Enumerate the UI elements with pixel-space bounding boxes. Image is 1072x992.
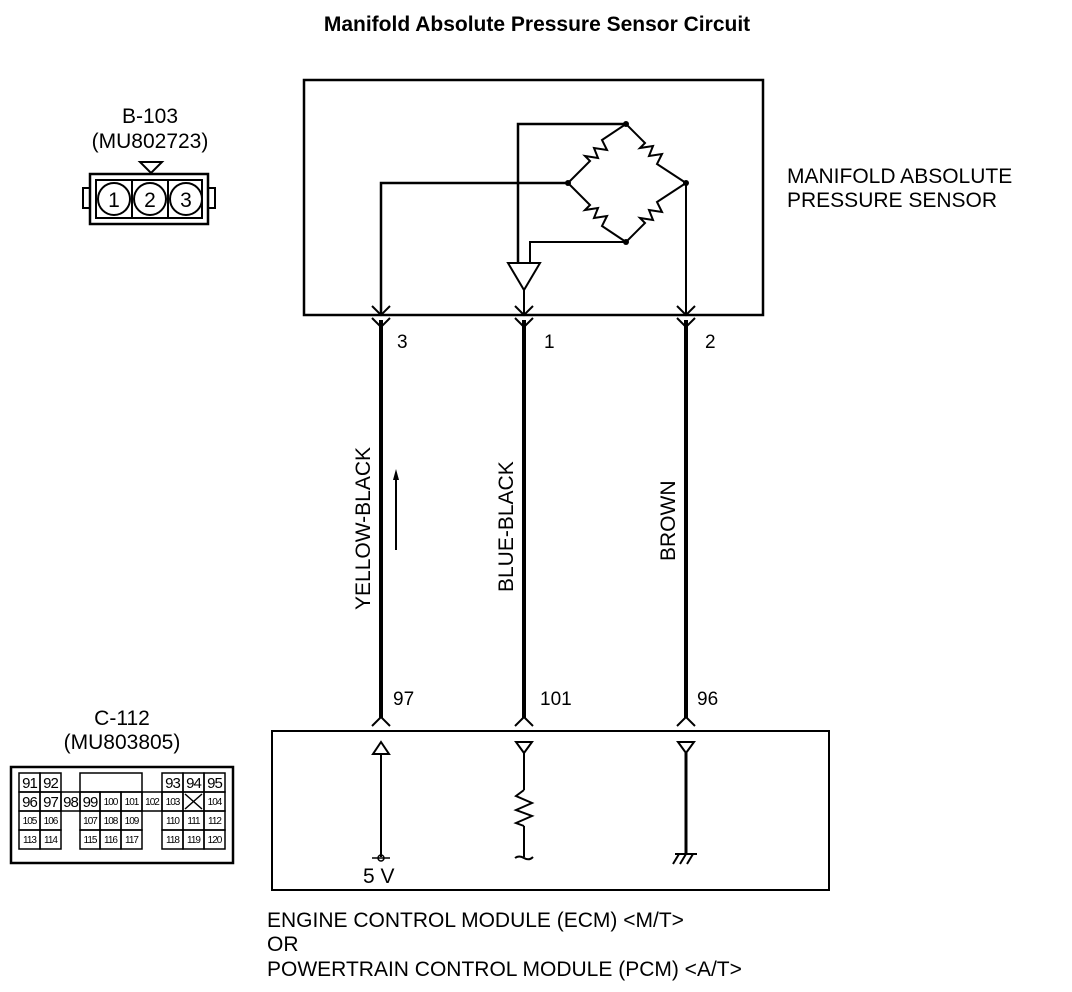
sensor-pin-2: 2 — [705, 332, 716, 353]
cavity-number: 110 — [166, 816, 180, 827]
resistor-bottom-left-icon — [567, 182, 627, 243]
output-triangle-icon — [371, 740, 391, 755]
cavity-number: 92 — [43, 775, 58, 792]
cavity-number: 95 — [207, 775, 222, 792]
cavity-number: 99 — [83, 794, 98, 811]
cavity-number: 114 — [44, 835, 58, 846]
terminal-2-label: 2 — [144, 189, 156, 212]
cavity-block — [79, 772, 143, 793]
connector-c112-part: (MU803805) — [64, 731, 181, 754]
wheatstone-bridge — [565, 121, 689, 245]
connector-latch-icon — [137, 161, 165, 175]
cavity-number: 108 — [104, 816, 119, 827]
terminal-2 — [133, 182, 167, 216]
cavity-number: 111 — [187, 816, 201, 827]
blocked-cavity-icon — [184, 793, 203, 810]
cavity-number: 116 — [104, 835, 118, 846]
cavity-number: 109 — [125, 816, 140, 827]
cavity-number: 94 — [186, 775, 201, 792]
map-sensor: MANIFOLD ABSOLUTE PRESSURE SENSOR — [302, 78, 1012, 317]
cavity-number: 91 — [22, 775, 37, 792]
resistor-top-left-icon — [567, 123, 627, 184]
cavity — [203, 829, 226, 850]
connector-c112: C-112 (MU803805) 91 92 93 94 95 96 97 98 99 100 10… — [9, 707, 235, 865]
cavity-number: 113 — [23, 835, 37, 846]
supply-voltage-label: 5 V — [363, 865, 395, 888]
control-module: 5 V — [271, 730, 830, 891]
cavity-number: 119 — [187, 835, 201, 846]
cavity-number: 100 — [104, 797, 119, 808]
ground-input-triangle-icon — [676, 741, 696, 755]
sensor-label-line1: MANIFOLD ABSOLUTE — [787, 165, 1012, 188]
connector-b103-part: (MU802723) — [92, 130, 209, 153]
input-triangle-icon — [514, 741, 534, 755]
cavity-number: 96 — [22, 794, 37, 811]
connector-c112-body — [9, 765, 235, 865]
sensor-pin-connectors — [371, 305, 696, 329]
module-label-line1: ENGINE CONTROL MODULE (ECM) <M/T> — [267, 909, 684, 932]
module-label-line2: OR — [267, 933, 299, 956]
terminal-3 — [169, 182, 203, 216]
cavity-number: 115 — [84, 835, 98, 846]
module-pin-96: 96 — [697, 689, 718, 710]
module-pin-101: 101 — [540, 689, 572, 710]
terminal-1-label: 1 — [108, 189, 120, 212]
cavity-number: 104 — [208, 797, 223, 808]
cavity-number: 112 — [208, 816, 222, 827]
cavity-number: 105 — [23, 816, 38, 827]
cavity-number: 120 — [208, 835, 223, 846]
resistor-bottom-right-icon — [625, 182, 687, 243]
wire-label-brown: BROWN — [657, 481, 680, 562]
cavity-number: 102 — [145, 797, 160, 808]
connector-tab-right — [207, 187, 216, 209]
sensor-label-line2: PRESSURE SENSOR — [787, 189, 997, 212]
diagram-title: Manifold Absolute Pressure Sensor Circui… — [324, 13, 750, 36]
terminal-1 — [97, 182, 131, 216]
cavity-number: 106 — [44, 816, 59, 827]
cavity — [120, 829, 143, 850]
cavity-number: 97 — [43, 794, 58, 811]
wire-label-blue-black: BLUE-BLACK — [495, 461, 518, 592]
terminal-3-label: 3 — [180, 189, 192, 212]
cavity-number: 93 — [165, 775, 180, 792]
connector-tab-left — [82, 187, 91, 209]
sensor-pin-1: 1 — [544, 332, 555, 353]
connector-b103: B-103 (MU802723) 1 2 3 — [82, 105, 216, 226]
wire-label-yellow-black: YELLOW-BLACK — [352, 447, 375, 610]
module-pin-97: 97 — [393, 689, 414, 710]
module-box — [271, 730, 830, 891]
connector-b103-id: B-103 — [122, 105, 178, 128]
resistor-top-right-icon — [625, 123, 687, 184]
cavity-number: 98 — [63, 794, 78, 811]
connector-c112-id: C-112 — [94, 707, 150, 730]
module-label-line3: POWERTRAIN CONTROL MODULE (PCM) <A/T> — [267, 958, 742, 981]
cavity-number: 103 — [166, 797, 181, 808]
pullup-resistor-icon — [513, 789, 535, 827]
sensor-pin-3: 3 — [397, 332, 408, 353]
cavity-number: 101 — [125, 797, 140, 808]
amplifier-icon — [506, 262, 542, 292]
cavity-number: 107 — [83, 816, 98, 827]
cavity — [39, 829, 62, 850]
sensor-box — [302, 78, 765, 317]
cavity-number: 118 — [166, 835, 180, 846]
cavity-number: 117 — [125, 835, 139, 846]
